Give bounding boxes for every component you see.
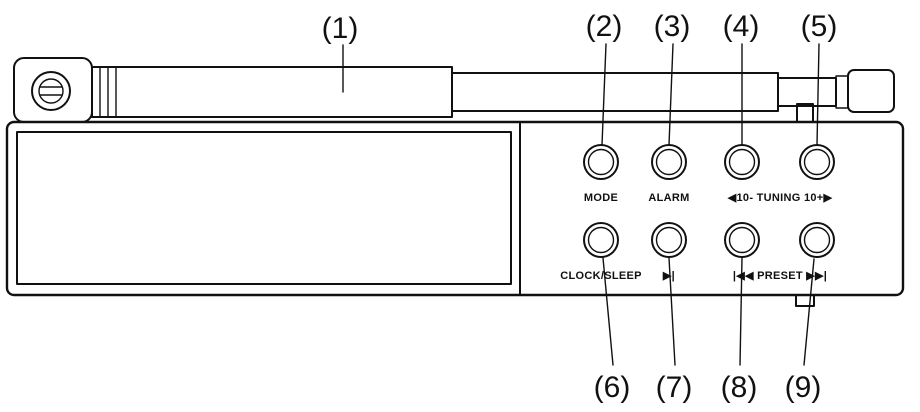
antenna-segment-middle [451, 72, 779, 112]
antenna-collar [835, 75, 849, 109]
callout-line-2 [601, 43, 607, 146]
preset-label: |◀◀ PRESET ▶▶| [733, 270, 827, 282]
clock-sleep-button[interactable] [583, 222, 619, 258]
front-panel [16, 131, 512, 285]
callout-line-5 [816, 43, 820, 146]
callout-line-3 [668, 43, 674, 146]
tuning-down-button[interactable] [724, 144, 760, 180]
telescopic-antenna [13, 57, 895, 123]
antenna-hinge-screw-icon [38, 78, 64, 104]
callout-1: (1) [322, 12, 359, 45]
alarm-label: ALARM [648, 192, 689, 204]
preset-prev-button[interactable] [724, 222, 760, 258]
callout-line-9 [803, 258, 815, 366]
body-foot-tab [795, 294, 815, 307]
antenna-segment-thin [777, 77, 837, 107]
callout-4: (4) [723, 10, 760, 43]
play-pause-button[interactable] [651, 222, 687, 258]
callout-8: (8) [721, 371, 758, 404]
callout-lines [342, 43, 820, 366]
callout-line-8 [739, 257, 743, 366]
mode-button[interactable] [583, 144, 619, 180]
body-outline [5, 120, 905, 297]
clock-sleep-label: CLOCK/SLEEP [560, 270, 642, 282]
mode-label: MODE [584, 192, 618, 204]
callout-line-6 [602, 257, 614, 366]
tuning-label: ◀10- TUNING 10+▶ [727, 192, 833, 204]
tuning-up-button[interactable] [799, 144, 835, 180]
preset-next-button[interactable] [799, 222, 835, 258]
play-pause-icon: ▶| [662, 270, 675, 282]
callout-6: (6) [594, 371, 631, 404]
antenna-hinge-icon [31, 71, 71, 111]
alarm-button[interactable] [651, 144, 687, 180]
callout-2: (2) [586, 10, 623, 43]
callout-7: (7) [656, 371, 693, 404]
device-body [5, 120, 905, 307]
antenna-hinge-bracket [13, 57, 93, 123]
antenna-segment-thick [91, 66, 453, 118]
callout-3: (3) [654, 10, 691, 43]
antenna-tip-cap [847, 69, 895, 113]
callout-9: (9) [785, 371, 822, 404]
callout-5: (5) [801, 10, 838, 43]
callout-line-7 [668, 257, 676, 366]
